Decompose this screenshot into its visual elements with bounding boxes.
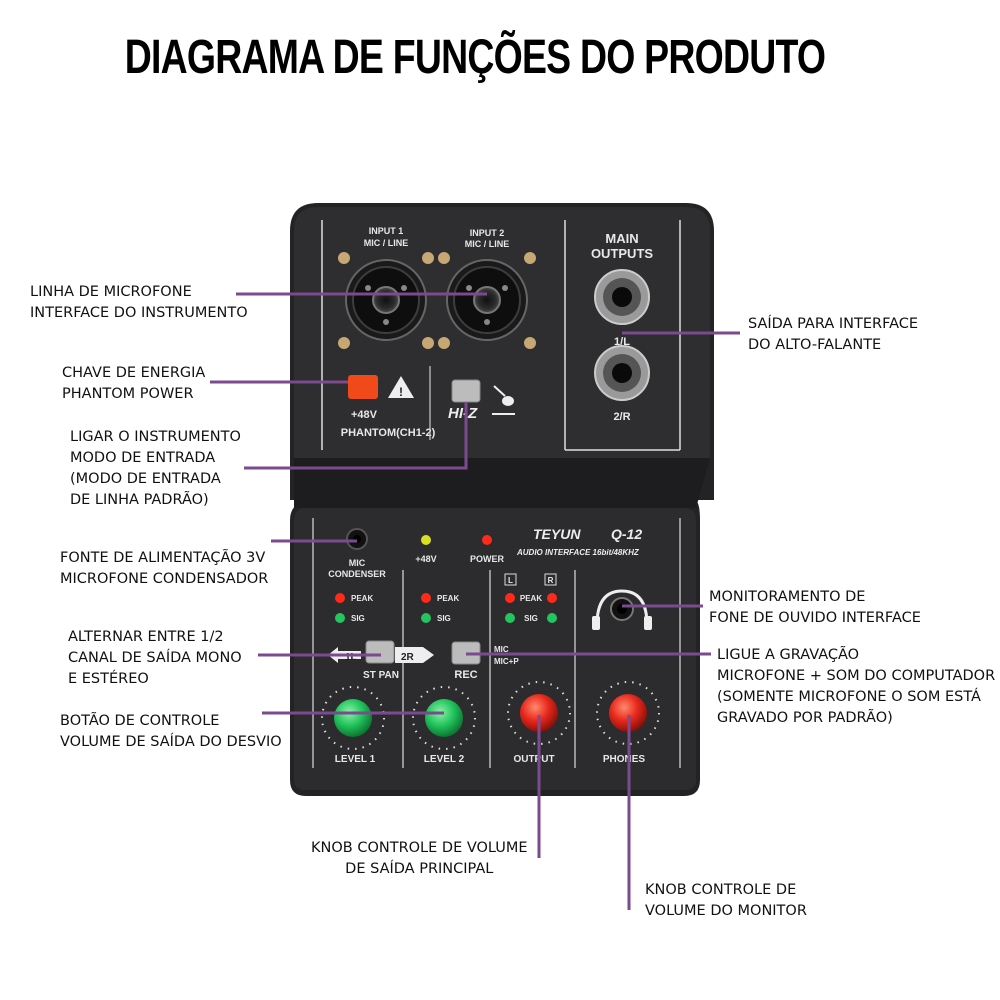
output-left-jack[interactable] bbox=[594, 269, 650, 325]
guitar-icon bbox=[493, 385, 514, 406]
ch-r-label: R bbox=[548, 576, 554, 585]
rec-label: REC bbox=[454, 669, 477, 681]
level2-knob[interactable] bbox=[412, 686, 476, 750]
brand-label: TEYUN bbox=[533, 526, 581, 542]
output-left-label: 1/L bbox=[614, 336, 630, 348]
input2-label-line2: MIC / LINE bbox=[465, 239, 510, 249]
phantom-power-button[interactable] bbox=[348, 375, 378, 399]
output-right-label: 2/R bbox=[613, 411, 630, 423]
ch2-peak-label: PEAK bbox=[437, 594, 459, 603]
svg-text:!: ! bbox=[399, 385, 403, 399]
st-pan-switch[interactable] bbox=[365, 640, 395, 664]
phones-label: PHONES bbox=[603, 754, 646, 765]
pan-1l-label: 1L bbox=[345, 652, 357, 663]
ch1-peak-label: PEAK bbox=[351, 594, 373, 603]
pan-2r-label: 2R bbox=[401, 652, 415, 663]
input2-label-line1: INPUT 2 bbox=[470, 228, 505, 238]
headphone-jack[interactable] bbox=[592, 589, 652, 630]
input2-combo-jack[interactable] bbox=[438, 252, 536, 349]
output-knob[interactable] bbox=[507, 681, 571, 745]
phantom-label: PHANTOM(CH1-2) bbox=[341, 427, 436, 439]
mic-condenser-label-line2: CONDENSER bbox=[328, 569, 386, 579]
warning-icon bbox=[388, 376, 414, 398]
device-subtitle: AUDIO INTERFACE 16bit/48KHZ bbox=[516, 548, 640, 557]
ch-l-label: L bbox=[508, 576, 513, 585]
phantom-led bbox=[421, 535, 431, 545]
page-title: DIAGRAMA DE FUNÇÕES DO PRODUTO bbox=[124, 31, 826, 84]
level1-label: LEVEL 1 bbox=[335, 754, 376, 765]
phones-knob[interactable] bbox=[596, 681, 660, 745]
phantom-volt-label: +48V bbox=[351, 409, 378, 421]
input1-label-line1: INPUT 1 bbox=[369, 226, 404, 236]
rec-mic-label: MIC bbox=[494, 645, 509, 654]
output-label: OUTPUT bbox=[513, 754, 554, 765]
power-led bbox=[482, 535, 492, 545]
st-pan-label: ST PAN bbox=[363, 670, 399, 681]
ch1-sig-label: SIG bbox=[351, 614, 365, 623]
ch2-sig-label: SIG bbox=[437, 614, 451, 623]
leader-lines bbox=[210, 292, 740, 910]
level2-label: LEVEL 2 bbox=[424, 754, 465, 765]
led-power-label: POWER bbox=[470, 554, 505, 564]
out-peak-label: PEAK bbox=[520, 594, 542, 603]
led-48v-label: +48V bbox=[415, 554, 436, 564]
level1-knob[interactable] bbox=[321, 686, 385, 750]
model-label: Q-12 bbox=[611, 526, 642, 542]
main-outputs-label-line1: MAIN bbox=[605, 231, 638, 246]
rec-micp-label: MIC+P bbox=[494, 657, 519, 666]
mic-condenser-label-line1: MIC bbox=[349, 558, 366, 568]
hiz-button[interactable] bbox=[451, 379, 481, 403]
hiz-label: HI-Z bbox=[448, 405, 478, 422]
input1-label-line2: MIC / LINE bbox=[364, 238, 409, 248]
main-outputs-label-line2: OUTPUTS bbox=[591, 246, 653, 261]
output-right-jack[interactable] bbox=[594, 345, 650, 401]
out-sig-label: SIG bbox=[524, 614, 538, 623]
